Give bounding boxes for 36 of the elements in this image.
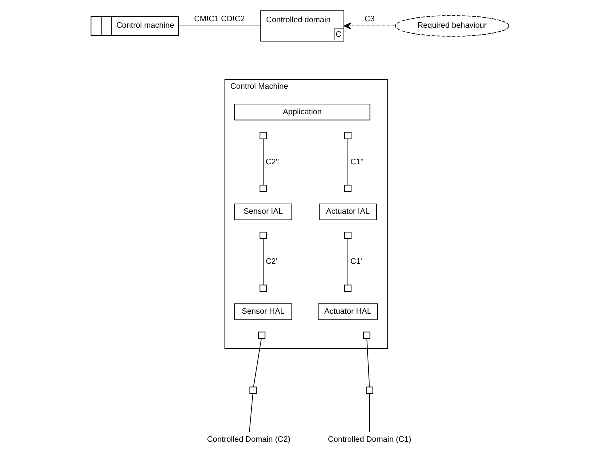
connector [262, 138, 264, 186]
edge-label: C2' [265, 257, 278, 266]
node-box [344, 132, 352, 140]
connector [252, 338, 262, 388]
edge-label: C1'' [350, 157, 364, 166]
connector [347, 238, 348, 286]
edge-label: C3 [364, 14, 374, 24]
connector [347, 138, 348, 186]
node-ellipse: Required behaviour [394, 15, 509, 37]
node-box [344, 185, 352, 192]
connector [248, 393, 253, 432]
node-box [344, 232, 352, 240]
node-box [362, 332, 370, 340]
node-box: Actuator HAL [318, 304, 378, 320]
edge-label: C1' [350, 257, 362, 266]
node-box [259, 232, 267, 240]
node-box: Sensor IAL [234, 204, 292, 220]
arrow [343, 22, 396, 30]
edge-label: C2'' [265, 157, 279, 166]
node-text: Controlled Domain (C1) [328, 435, 412, 444]
edge-label: CM!C1 CD!C2 [194, 14, 245, 24]
connector [178, 26, 261, 27]
node-box [259, 284, 267, 292]
node-box [366, 386, 373, 394]
connector [368, 393, 370, 432]
node-box [258, 332, 266, 340]
node-box [344, 284, 352, 292]
node-box [259, 132, 267, 140]
node-box: Sensor HAL [234, 304, 292, 320]
connector [262, 238, 264, 286]
node-text: Controlled Domain (C2) [206, 435, 290, 444]
node-box: Actuator IAL [318, 204, 377, 220]
node-box: Application [234, 104, 370, 121]
node-box [259, 185, 267, 192]
connector [366, 338, 370, 388]
node-box [249, 386, 256, 394]
